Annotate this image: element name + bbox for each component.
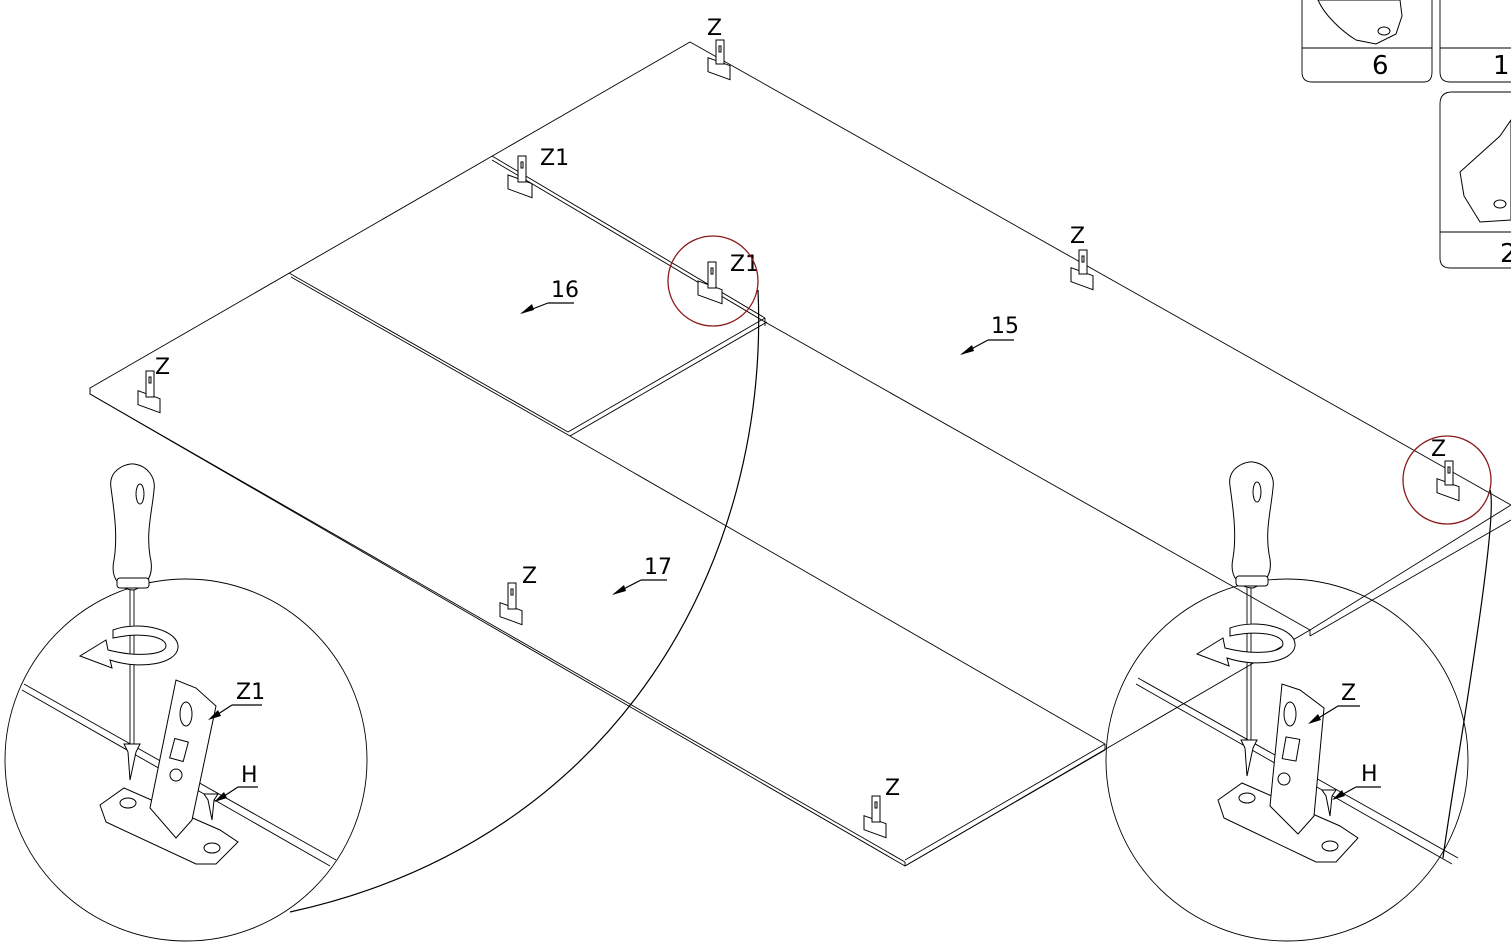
highlight-circle-z [1402,435,1492,525]
rotate-arrow-left [78,625,179,669]
rotate-arrow-right [1195,623,1296,667]
parts-count-b: 1 [1493,51,1510,81]
label-z-circled-right: Z [1431,437,1446,462]
callout-16: 16 [520,278,579,314]
label-detail-right-bracket: Z [1341,681,1356,706]
fitting-z-circled-right [1436,460,1460,502]
fitting-z1-circled [697,261,723,305]
label-z-top: Z [707,16,722,41]
label-detail-right-screw: H [1361,762,1378,787]
label-panel-15: 15 [991,314,1019,339]
detail-left: Z1 H [4,463,368,942]
parts-box-item-a: 6 [1301,0,1433,83]
label-detail-left-bracket: Z1 [236,680,265,705]
panel-assembly [89,41,1511,867]
leader-curve-left [289,289,760,913]
fitting-z-bottom-right [863,795,887,839]
label-z-bottom-right: Z [885,776,900,801]
screw-left [123,743,141,781]
screwdriver-right [1229,461,1274,740]
label-z-left: Z [155,355,170,380]
leader-curve-right [1442,489,1492,859]
fitting-z1-upper [507,155,533,199]
parts-box-item-b: 1 [1439,0,1511,83]
screw-right [1240,739,1258,777]
parts-count-a: 6 [1372,51,1389,81]
label-z-bottom-mid: Z [522,564,537,589]
label-detail-left-screw: H [241,763,258,788]
parts-count-c: 2 [1500,239,1511,269]
fitting-z-top [707,39,731,81]
label-panel-17: 17 [644,555,672,580]
fitting-z-right-mid [1070,249,1094,291]
label-z1-upper: Z1 [540,146,569,171]
parts-box: 6 1 2 [1301,0,1511,269]
screw-h-left [203,793,219,821]
screwdriver-left [110,463,155,745]
callout-17: 17 [612,555,672,595]
fitting-markers [137,39,1460,839]
bracket-upright-right [1269,683,1325,835]
fitting-z-left [137,370,161,414]
callout-15: 15 [960,314,1019,355]
highlight-circle-z1 [667,235,759,327]
label-z-right-mid: Z [1070,224,1085,249]
label-z1-circled: Z1 [730,252,759,277]
detail-right: Z H [1105,461,1469,942]
fitting-z-bottom-mid [499,582,523,626]
screw-h-right [1321,789,1337,817]
parts-box-item-c: 2 [1439,91,1511,269]
label-panel-16: 16 [551,278,579,303]
